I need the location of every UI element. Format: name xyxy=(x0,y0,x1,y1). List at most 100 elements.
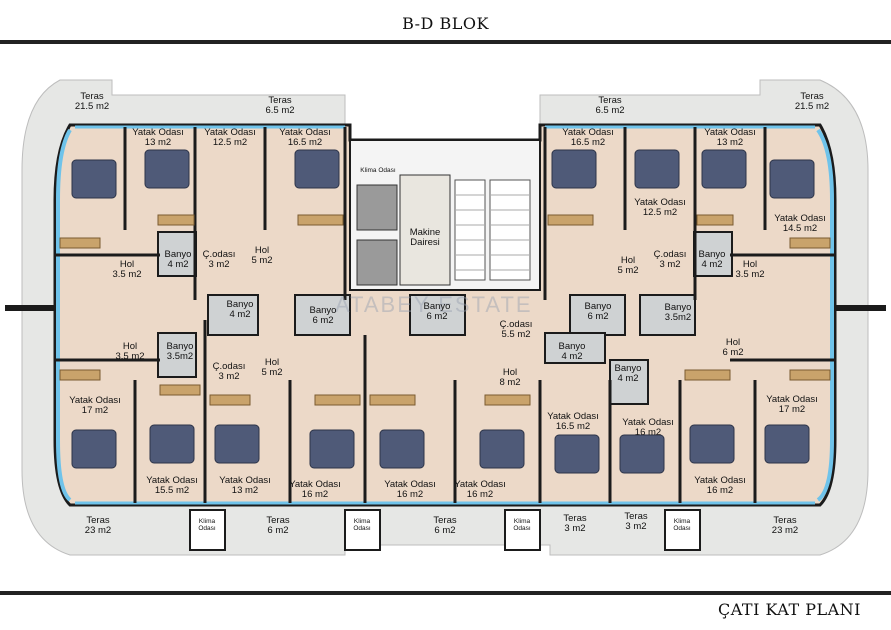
room-area: 3 m2 xyxy=(659,259,681,270)
room-area: 3.5m2 xyxy=(664,312,692,323)
wardrobe xyxy=(59,237,101,249)
room-name: Hol xyxy=(122,341,138,352)
room-name: Banyo xyxy=(614,363,642,374)
room-name: Yatak Odası xyxy=(146,475,198,486)
room-name: Yatak Odası xyxy=(622,417,674,428)
room-area: 3 m2 xyxy=(208,259,230,270)
stair-right xyxy=(489,179,531,281)
room-area: 16.5 m2 xyxy=(555,421,591,432)
room-name: Banyo xyxy=(664,302,692,313)
bed xyxy=(294,149,340,189)
bed xyxy=(551,149,597,189)
room-area: 3 m2 xyxy=(218,371,240,382)
room-area: Odası xyxy=(353,525,371,532)
room-name: Hol xyxy=(742,259,758,270)
room-area: Odası xyxy=(513,525,531,532)
room-area: 5 m2 xyxy=(261,367,283,378)
room-name: Yatak Odası xyxy=(634,197,686,208)
bed xyxy=(764,424,810,464)
room-name: Hol xyxy=(725,337,741,348)
room-area: 16 m2 xyxy=(396,489,424,500)
room-area: 3.5m2 xyxy=(166,351,194,362)
room-area: 3.5 m2 xyxy=(735,269,765,280)
room-name: Teras xyxy=(624,511,648,522)
room-area: 15.5 m2 xyxy=(154,485,190,496)
room-name: Yatak Odası xyxy=(774,213,826,224)
wardrobe xyxy=(59,369,101,381)
bed xyxy=(554,434,600,474)
room-name: Teras xyxy=(563,513,587,524)
wardrobe xyxy=(314,394,361,406)
room-area: 16.5 m2 xyxy=(287,137,323,148)
room-area: 17 m2 xyxy=(778,404,806,415)
room-name: Ç.odası xyxy=(212,361,246,372)
room-area: 13 m2 xyxy=(231,485,259,496)
room-name: Teras xyxy=(800,91,824,102)
room-area: 13 m2 xyxy=(144,137,172,148)
bed xyxy=(479,429,525,469)
wardrobe xyxy=(297,214,344,226)
bathroom xyxy=(409,294,466,336)
top-divider xyxy=(0,40,891,44)
bed xyxy=(144,149,190,189)
bed xyxy=(71,429,117,469)
page-title: B-D BLOK xyxy=(402,14,489,33)
room-name: Yatak Odası xyxy=(132,127,184,138)
room-name: Banyo xyxy=(226,299,254,310)
room-name: Klima Odası xyxy=(360,167,396,174)
room-area: 3 m2 xyxy=(625,521,647,532)
plan-subtitle: ÇATI KAT PLANI xyxy=(717,600,861,619)
room-area: Dairesi xyxy=(410,237,440,248)
wardrobe xyxy=(159,384,201,396)
wardrobe xyxy=(789,369,831,381)
room-name: Hol xyxy=(502,367,518,378)
elevator-1 xyxy=(356,184,398,231)
bed xyxy=(701,149,747,189)
room-area: 17 m2 xyxy=(81,405,109,416)
room-area: 16 m2 xyxy=(634,427,662,438)
bottom-divider xyxy=(0,591,891,595)
room-name: Yatak Odası xyxy=(562,127,614,138)
room-area: 4 m2 xyxy=(701,259,723,270)
room-name: Klima xyxy=(198,518,216,525)
bed xyxy=(71,159,117,199)
room-name: Yatak Odası xyxy=(204,127,256,138)
bed xyxy=(149,424,195,464)
bed xyxy=(634,149,680,189)
room-area: 6.5 m2 xyxy=(265,105,295,116)
room-name: Hol xyxy=(254,245,270,256)
room-name: Teras xyxy=(80,91,104,102)
room-area: 23 m2 xyxy=(771,525,799,536)
room-area: 16 m2 xyxy=(466,489,494,500)
bed xyxy=(309,429,355,469)
bathroom xyxy=(639,294,696,336)
room-area: 6 m2 xyxy=(722,347,744,358)
